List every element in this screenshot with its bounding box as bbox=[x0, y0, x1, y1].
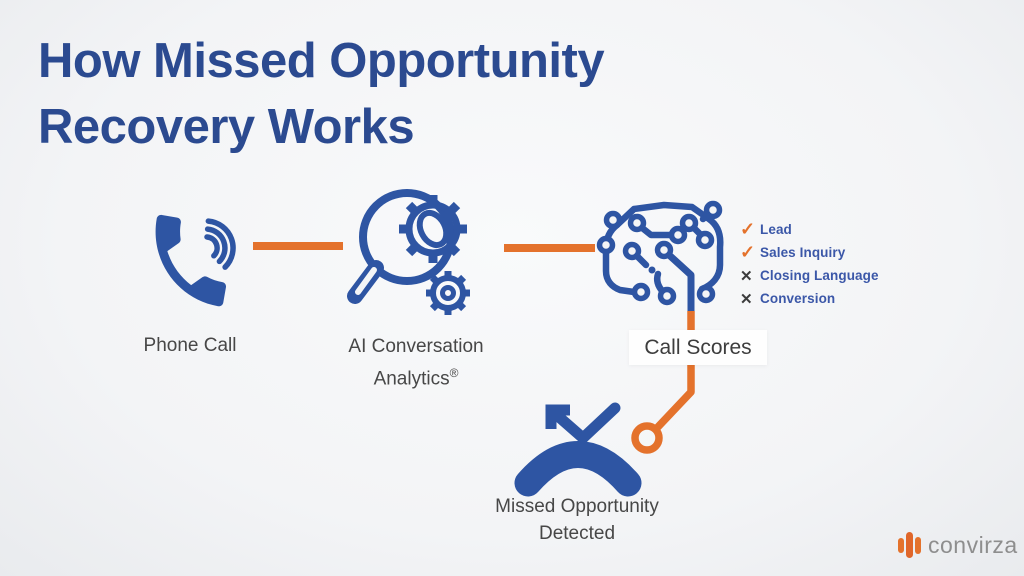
logo-bars-icon bbox=[898, 532, 921, 558]
ai-analytics-icon bbox=[345, 180, 495, 335]
cross-icon: ✕ bbox=[740, 267, 753, 285]
missed-opportunity-label: Missed Opportunity Detected bbox=[495, 496, 659, 544]
cross-icon: ✕ bbox=[740, 290, 753, 308]
checklist-item-conversion: ✕ Conversion bbox=[740, 290, 836, 308]
checklist-item-lead: ✓ Lead bbox=[740, 219, 792, 239]
registered-trademark: ® bbox=[449, 366, 459, 380]
page-title-line2: Recovery Works bbox=[38, 100, 415, 154]
handset-down-icon bbox=[514, 441, 642, 497]
small-gear-icon bbox=[426, 271, 470, 315]
logo-text: convirza bbox=[928, 531, 1018, 558]
magnifier-lens-icon bbox=[359, 189, 455, 285]
phone-call-icon bbox=[118, 192, 248, 332]
brain-circuit-icon bbox=[592, 193, 742, 333]
convirza-logo: convirza bbox=[898, 528, 1018, 562]
check-icon: ✓ bbox=[740, 242, 756, 262]
large-gear-icon bbox=[399, 195, 467, 263]
circuit-nodes bbox=[596, 200, 723, 306]
call-scores-label: Call Scores bbox=[629, 330, 767, 365]
page-title: How Missed Opportunity Recovery Works bbox=[38, 28, 605, 160]
sound-waves-icon bbox=[204, 218, 236, 270]
checklist-item-closing-language: ✕ Closing Language bbox=[740, 267, 879, 285]
ai-analytics-label-line1: AI Conversation bbox=[348, 336, 484, 357]
missed-call-icon bbox=[513, 388, 643, 503]
phone-handset-icon bbox=[155, 214, 227, 307]
missed-arrow-icon bbox=[545, 402, 621, 444]
phone-call-label: Phone Call bbox=[143, 335, 237, 356]
ai-analytics-label-line2: Analytics® bbox=[373, 366, 459, 390]
check-icon: ✓ bbox=[740, 219, 756, 239]
page-title-line1: How Missed Opportunity bbox=[38, 34, 605, 88]
call-scores-checklist: ✓ Lead ✓ Sales Inquiry ✕ Closing Languag… bbox=[740, 219, 879, 313]
ai-analytics-label: AI Conversation Analytics® bbox=[326, 334, 506, 392]
checklist-item-sales-inquiry: ✓ Sales Inquiry bbox=[740, 242, 846, 262]
